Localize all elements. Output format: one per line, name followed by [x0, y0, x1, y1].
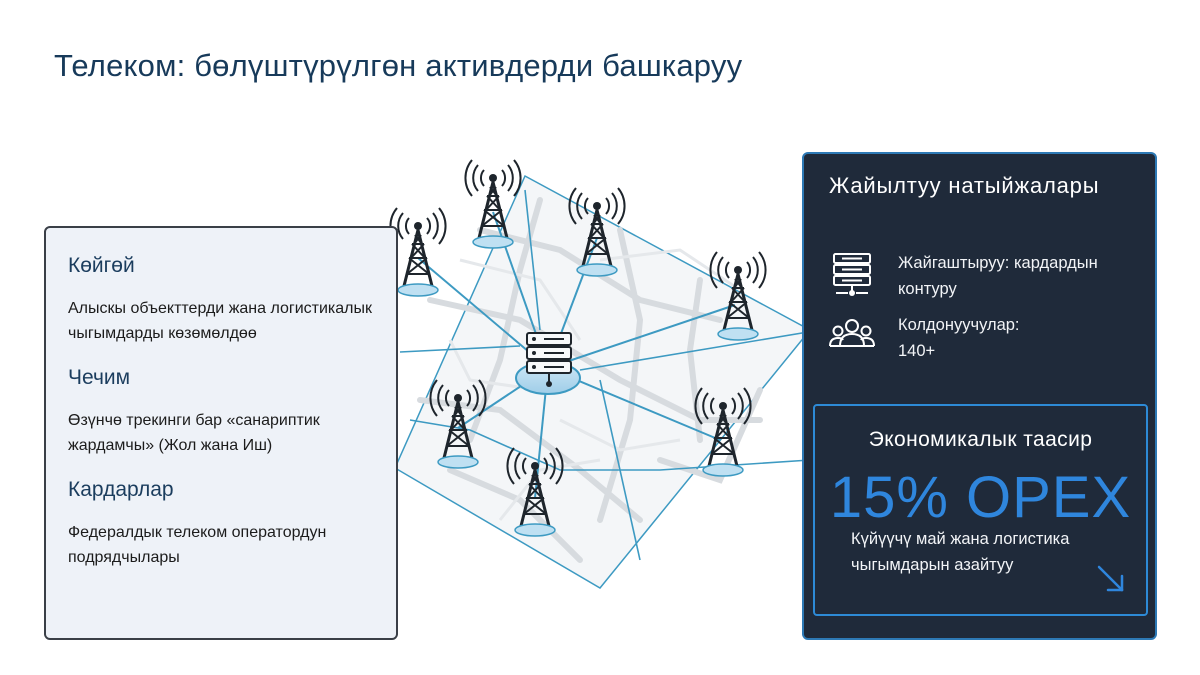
clients-heading: Кардарлар: [68, 478, 174, 501]
deployment-row: Жайгаштыруу: кардардын контуру: [828, 250, 1138, 302]
economic-impact-box: Экономикалык таасир 15% OPEX Күйүүчү май…: [813, 404, 1148, 616]
solution-heading: Чечим: [68, 366, 131, 389]
tower-icon: [388, 206, 448, 298]
results-panel: Жайылтуу натыйжалары Жайгаштыруу: кардар…: [802, 152, 1157, 640]
impact-value: 15% OPEX: [829, 465, 1132, 530]
solution-text: Өзүнчө трекинги бар «санариптик жардамчы…: [68, 412, 320, 454]
users-row: Колдонуучулар: 140+: [828, 312, 1058, 364]
problem-solution-panel: Көйгөй Алыскы объекттерди жана логистика…: [44, 226, 398, 640]
users-text: Колдонуучулар: 140+: [898, 316, 1020, 360]
impact-description: Күйүүчү май жана логистика чыгымдарын аз…: [851, 530, 1070, 574]
results-title: Жайылтуу натыйжалары: [829, 173, 1100, 198]
impact-title: Экономикалык таасир: [868, 428, 1093, 451]
clients-text: Федералдык телеком оператордун подрядчыл…: [68, 524, 327, 566]
users-icon: [829, 319, 875, 347]
arrow-down-right-icon: [1097, 565, 1124, 592]
page-title: Телеком: бөлүштүрүлгөн активдерди башкар…: [54, 48, 743, 83]
deployment-text: Жайгаштыруу: кардардын контуру: [898, 254, 1098, 298]
problem-text: Алыскы объекттерди жана логистикалык чыг…: [68, 300, 373, 342]
server-icon: [833, 253, 871, 296]
problem-heading: Көйгөй: [68, 254, 135, 277]
server-hub-icon: [526, 332, 572, 387]
